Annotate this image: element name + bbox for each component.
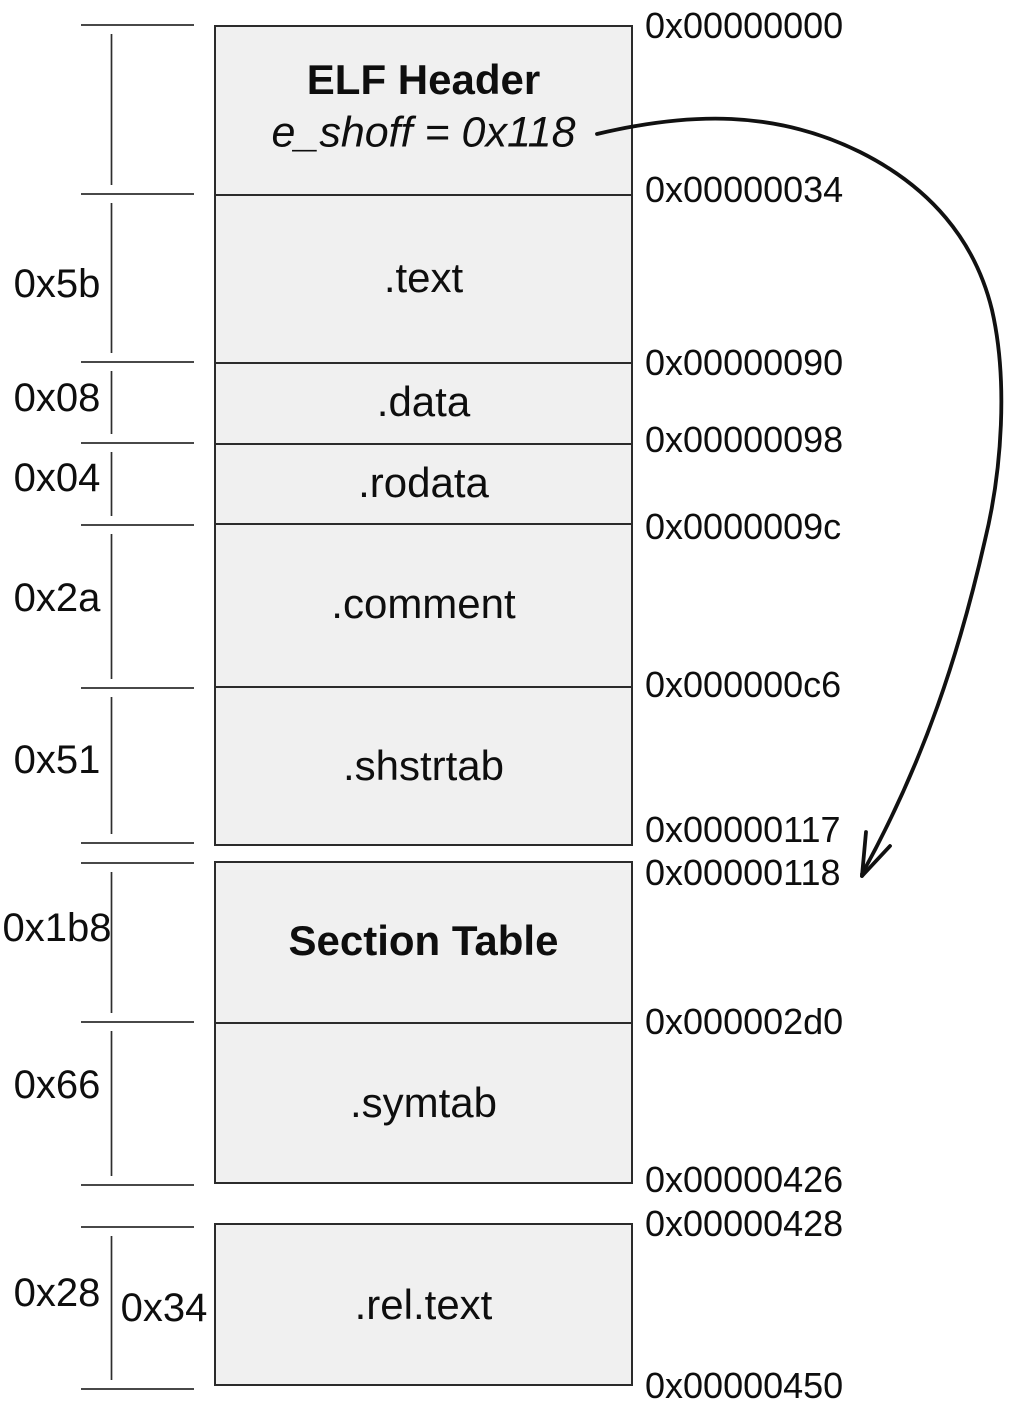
- file-region-header-to-shstrtab: ELF Header e_shoff = 0x118 .text .data .…: [214, 25, 633, 846]
- section-label-data: .data: [376, 378, 471, 425]
- offset-label-0x00000428: 0x00000428: [645, 1203, 844, 1244]
- offset-label-0x00000090: 0x00000090: [645, 342, 844, 383]
- e-shoff-pointer-arrow: [595, 116, 1004, 878]
- offset-label-0x00000450: 0x00000450: [645, 1365, 844, 1406]
- offset-label-0x000002d0: 0x000002d0: [645, 1001, 844, 1042]
- section-label-rodata: .rodata: [358, 459, 489, 506]
- section-label-shstrtab: .shstrtab: [342, 742, 505, 789]
- section-label-section-table: Section Table: [288, 917, 559, 964]
- section-divider: [216, 686, 631, 688]
- size-label-shstrtab: 0x51: [13, 738, 101, 782]
- section-divider: [216, 523, 631, 525]
- elf-header-title: ELF Header: [306, 56, 541, 103]
- section-divider: [216, 362, 631, 364]
- section-divider: [216, 1022, 631, 1024]
- size-label-data: 0x08: [13, 376, 101, 420]
- offset-label-0x00000117: 0x00000117: [645, 809, 841, 850]
- size-label-reltext: 0x28: [13, 1271, 101, 1315]
- reltext-inner-size-label: 0x34: [120, 1286, 208, 1330]
- offset-label-0x00000118: 0x00000118: [645, 852, 841, 893]
- offset-label-0x00000000: 0x00000000: [645, 5, 844, 46]
- section-label-reltext: .rel.text: [354, 1281, 493, 1328]
- size-label-symtab: 0x66: [13, 1063, 101, 1107]
- offset-label-0x00000426: 0x00000426: [645, 1159, 844, 1200]
- file-region-reltext: .rel.text: [214, 1223, 633, 1386]
- file-region-sectiontable-symtab: Section Table .symtab: [214, 861, 633, 1184]
- section-divider: [216, 194, 631, 196]
- size-label-text: 0x5b: [13, 262, 101, 306]
- section-label-text: .text: [383, 254, 464, 301]
- offset-label-0x00000098: 0x00000098: [645, 419, 844, 460]
- offset-label-0x000000c6: 0x000000c6: [645, 664, 842, 705]
- e-shoff-value-label: e_shoff = 0x118: [271, 108, 576, 157]
- section-label-symtab: .symtab: [349, 1079, 498, 1126]
- left-bracket-ticks: [81, 24, 194, 1390]
- size-label-sectiontable: 0x1b8: [2, 906, 112, 950]
- size-label-comment: 0x2a: [13, 576, 101, 620]
- offset-label-0x0000009c: 0x0000009c: [645, 506, 842, 547]
- offset-label-0x00000034: 0x00000034: [645, 169, 844, 210]
- section-label-comment: .comment: [331, 580, 516, 627]
- size-label-rodata: 0x04: [13, 456, 101, 500]
- section-divider: [216, 443, 631, 445]
